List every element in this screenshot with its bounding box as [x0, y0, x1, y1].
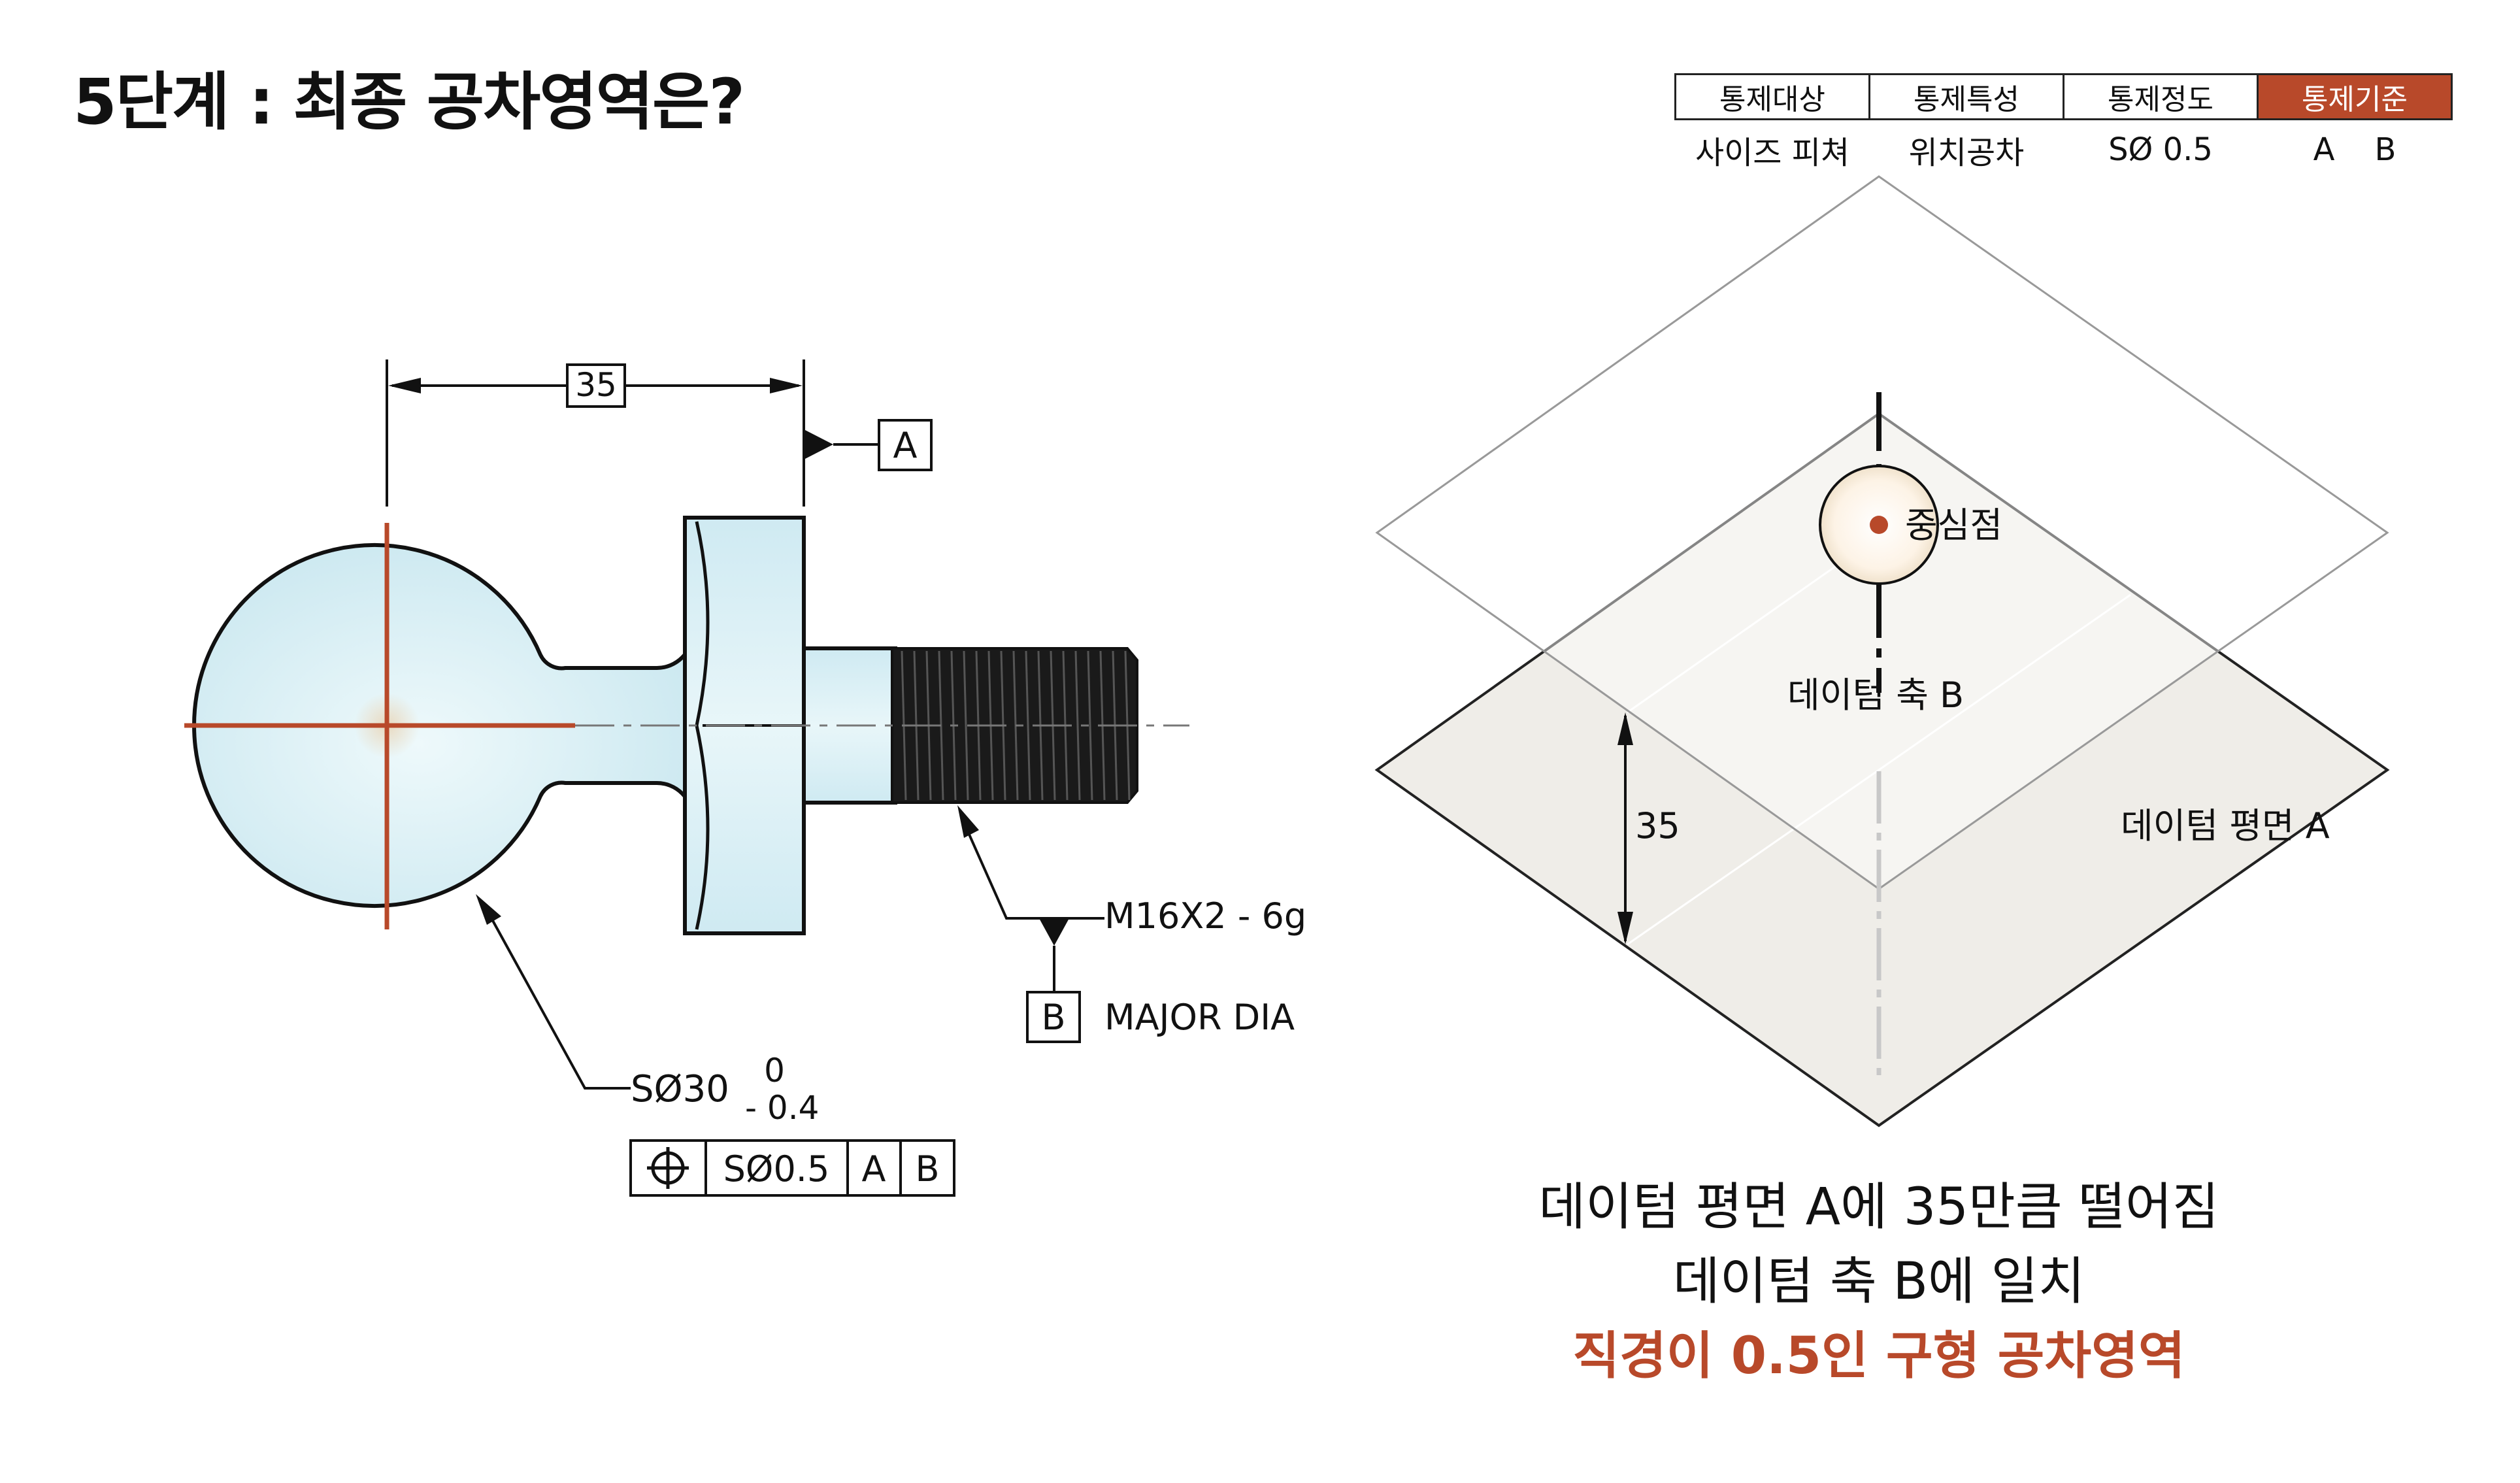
- iso-dim-arrow-bottom: [1617, 912, 1633, 944]
- thread-crest: [1025, 650, 1031, 801]
- tolerance-lower: - 0.4: [745, 1089, 819, 1127]
- fcf-tolerance: SØ0.5: [723, 1148, 830, 1190]
- tolerance-upper: 0: [764, 1052, 785, 1090]
- datum-a-triangle: [805, 430, 833, 459]
- header-control-datum: 통제기준: [2257, 73, 2453, 120]
- datum-b-box: [1026, 991, 1081, 1043]
- datum-axis-b-label: 데이텀 축 B: [1787, 675, 1964, 716]
- datum-plane-a-label: 데이텀 평면 A: [2121, 805, 2330, 846]
- sphere-dia-label: SØ30: [631, 1068, 729, 1110]
- caption-line-1: 데이텀 평면 A에 35만큼 떨어짐: [1538, 1178, 2219, 1237]
- thread-leader-arrow: [957, 805, 979, 838]
- part-drawing: 35 A M16X2 - 6g B MAJOR DIA SØ30 0 - 0.4: [184, 359, 1306, 1197]
- caption-line-2: 데이텀 축 B에 일치: [1672, 1252, 2085, 1311]
- position-icon: [647, 1147, 689, 1189]
- fcf-datum-1: A: [862, 1148, 886, 1190]
- iso-view: 중심점 데이텀 축 B 데이텀 평면 A 35: [1374, 175, 2390, 1127]
- dim-arrow-right: [770, 378, 803, 393]
- center-point-dot: [1870, 516, 1888, 534]
- feature-control-frame: SØ0.5 A B: [629, 1139, 955, 1197]
- dim-35-box: [566, 363, 626, 408]
- dim-35-label: 35: [575, 366, 617, 404]
- value-tolerance-degree: SØ 0.5: [2108, 131, 2213, 168]
- thread-callout: M16X2 - 6g: [1104, 895, 1306, 937]
- header-control-target: 통제대상: [1674, 73, 1870, 120]
- datum-b-triangle: [1039, 918, 1069, 946]
- datum-b-label: B: [1041, 997, 1065, 1038]
- datum-a-box: [878, 419, 933, 471]
- caption-line-3: 직경이 0.5인 구형 공차영역: [1572, 1327, 2185, 1386]
- sphere-leader: [490, 918, 631, 1090]
- thread-leader: [966, 829, 1104, 920]
- page-title: 5단계 : 최종 공차영역은?: [73, 65, 745, 139]
- caption: 데이텀 평면 A에 35만큼 떨어짐 데이텀 축 B에 일치 직경이 0.5인 …: [1470, 1170, 2287, 1393]
- center-point-label: 중심점: [1905, 505, 2002, 546]
- thread-crest: [1087, 650, 1093, 801]
- major-dia-label: MAJOR DIA: [1104, 997, 1295, 1038]
- control-table-header-row: 통제대상 통제특성 통제정도 통제기준: [1674, 73, 2453, 120]
- thread-crest: [963, 650, 969, 801]
- fcf-datum-2: B: [915, 1148, 939, 1190]
- header-control-degree: 통제정도: [2063, 73, 2259, 120]
- thread-crest: [1074, 650, 1081, 801]
- plane-guide-4: [1627, 594, 2131, 945]
- value-position-tolerance: 위치공차: [1908, 135, 2025, 171]
- datum-a-label: A: [893, 425, 918, 466]
- value-datums: A B: [2313, 131, 2396, 168]
- iso-dim-35-label: 35: [1635, 805, 1680, 846]
- sphere-leader-arrow: [476, 894, 501, 925]
- header-control-characteristic: 통제특성: [1868, 73, 2064, 120]
- control-table: 통제대상 통제특성 통제정도 통제기준 사이즈 피쳐 위치공차 SØ 0.5 A…: [1674, 73, 2453, 179]
- value-size-feature: 사이즈 피쳐: [1695, 135, 1850, 171]
- iso-dim-arrow-top: [1617, 712, 1633, 745]
- control-table-value-row: 사이즈 피쳐 위치공차 SØ 0.5 A B: [1676, 120, 2452, 180]
- dim-arrow-left: [388, 378, 421, 393]
